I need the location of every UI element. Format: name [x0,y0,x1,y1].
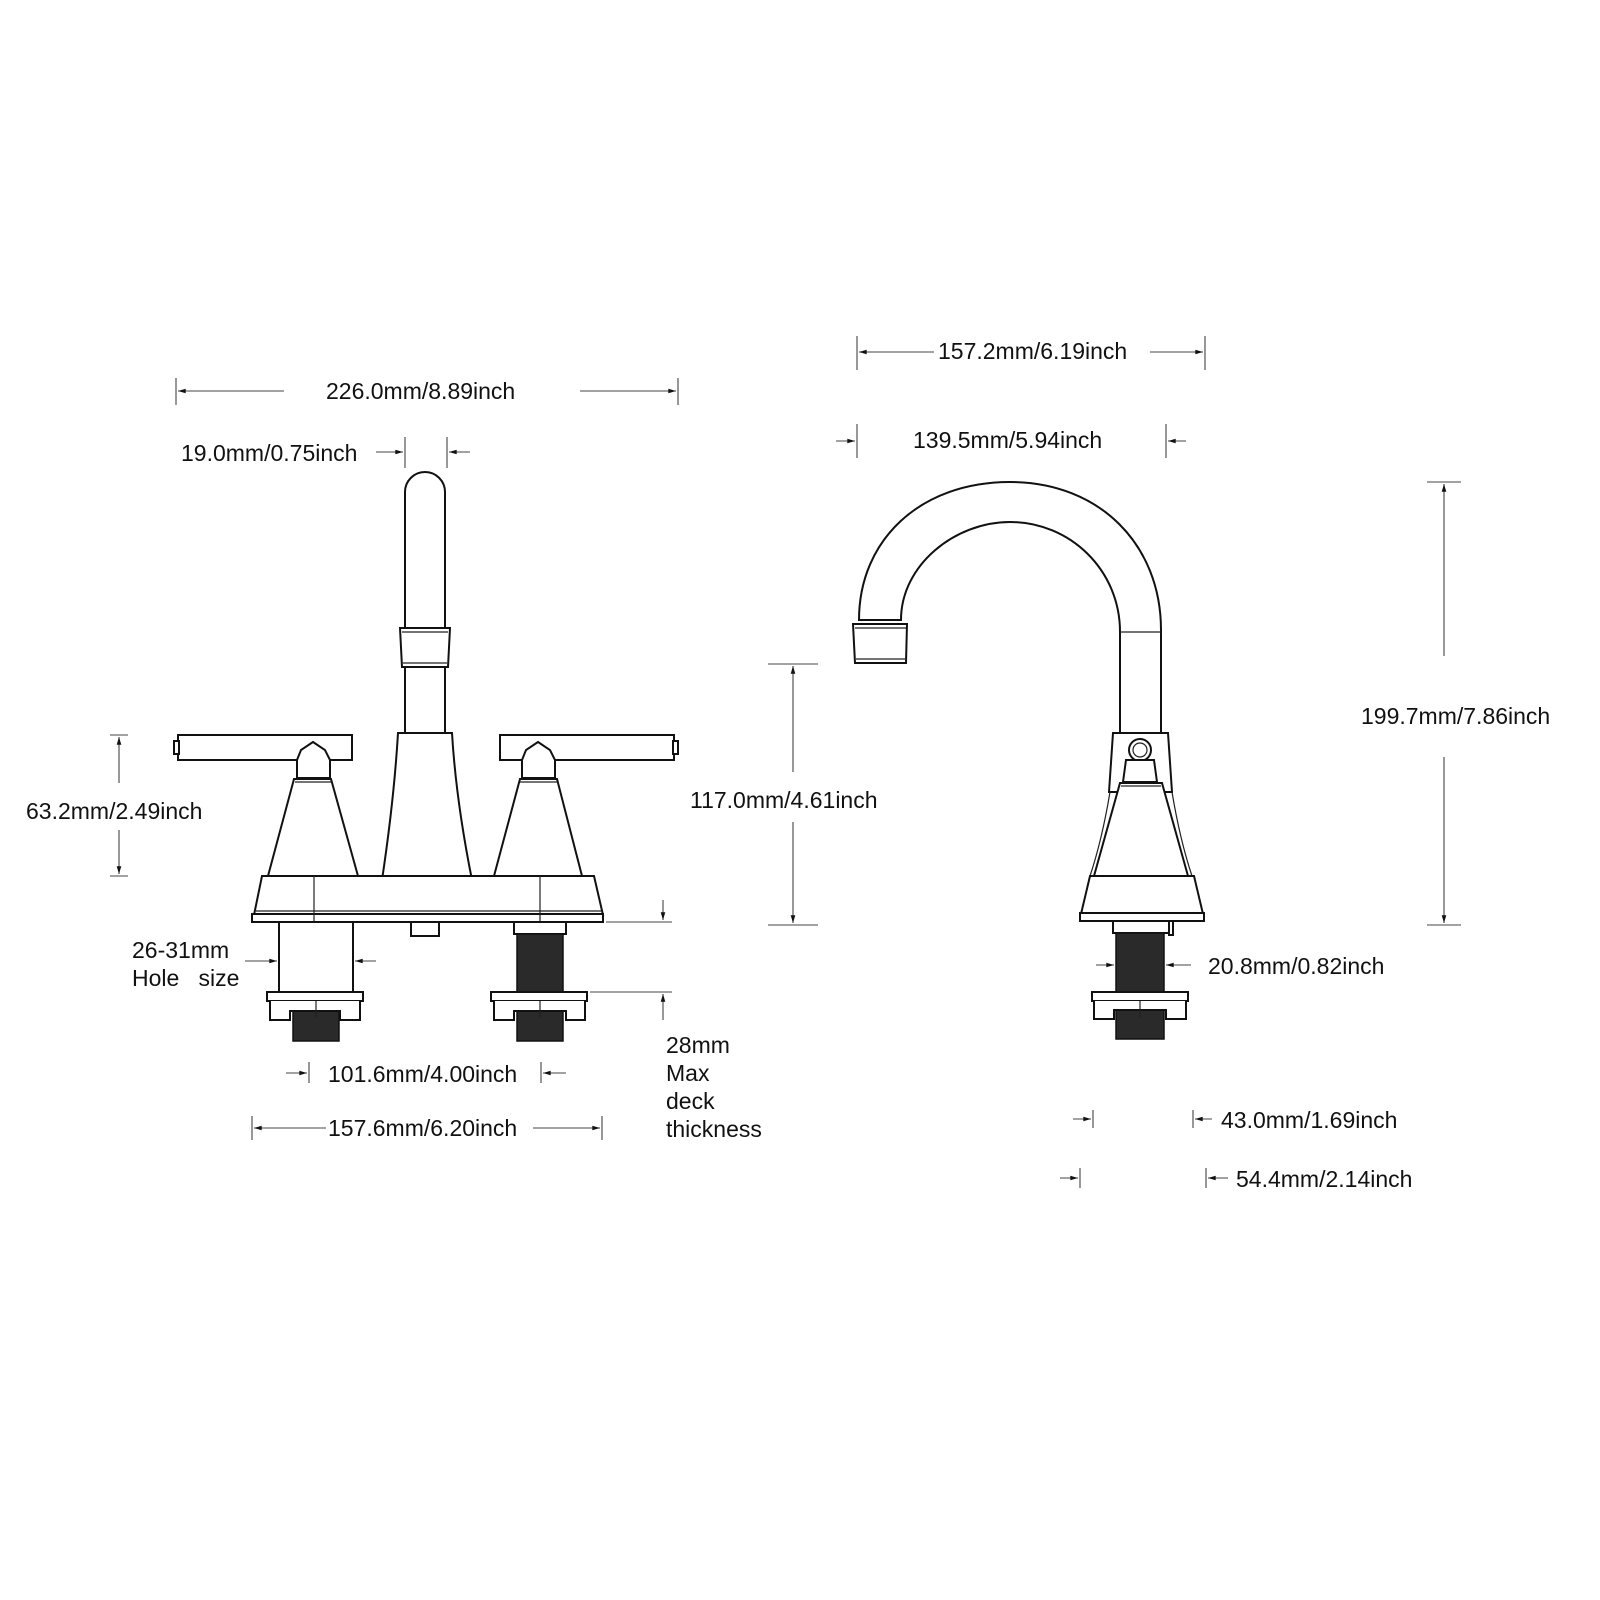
side-handle-body [1092,782,1190,877]
hole-size-label-line1: 26-31mm [132,937,230,963]
front-spout-base [380,732,474,881]
side-shank [1115,932,1165,1040]
right-shank [516,933,564,1042]
side-spout-aerator [851,623,909,664]
spout-height-label: 117.0mm/4.61inch [690,787,878,813]
drain-lift-stub [410,921,440,937]
base-depth-outer-label: 54.4mm/2.14inch [1236,1166,1413,1192]
side-deck-base [1079,875,1205,915]
hole-size-label-line2: Hole size [132,965,240,991]
deck-thickness-line: thickness [666,1116,762,1142]
spout-reach-label: 139.5mm/5.94inch [913,427,1103,453]
side-mount-nut [1091,991,1189,1002]
side-handle-pivot [1128,738,1152,762]
spout-diameter-label: 19.0mm/0.75inch [181,440,358,466]
deck-thickness-line: 28mm [666,1032,730,1058]
left-mount-nut [266,991,364,1002]
deck-thickness-line: deck [666,1088,715,1114]
front-deck-base [252,875,605,916]
side-spout-gooseneck [857,480,1162,739]
base-width-label: 157.6mm/6.20inch [328,1115,518,1141]
left-handle-body [266,778,360,877]
center-spacing-label: 101.6mm/4.00inch [328,1061,518,1087]
handle-height-label: 63.2mm/2.49inch [26,798,203,824]
side-view [836,336,1461,1188]
right-handle-body [492,778,584,877]
front-spout-collar [398,627,452,668]
right-mount-nut [490,991,588,1002]
deck-thickness-line: Max [666,1060,710,1086]
overall-width-label: 226.0mm/8.89inch [326,378,516,404]
front-spout-neck [404,666,446,734]
deck-thickness-label: 28mm Max deck thickness [666,1031,762,1143]
total-height-label: 199.7mm/7.86inch [1361,703,1551,729]
spout-reach-total-label: 157.2mm/6.19inch [938,338,1128,364]
base-depth-inner-label: 43.0mm/1.69inch [1221,1107,1398,1133]
front-spout [404,471,446,629]
front-view [110,378,818,1140]
shank-diameter-label: 20.8mm/0.82inch [1208,953,1385,979]
